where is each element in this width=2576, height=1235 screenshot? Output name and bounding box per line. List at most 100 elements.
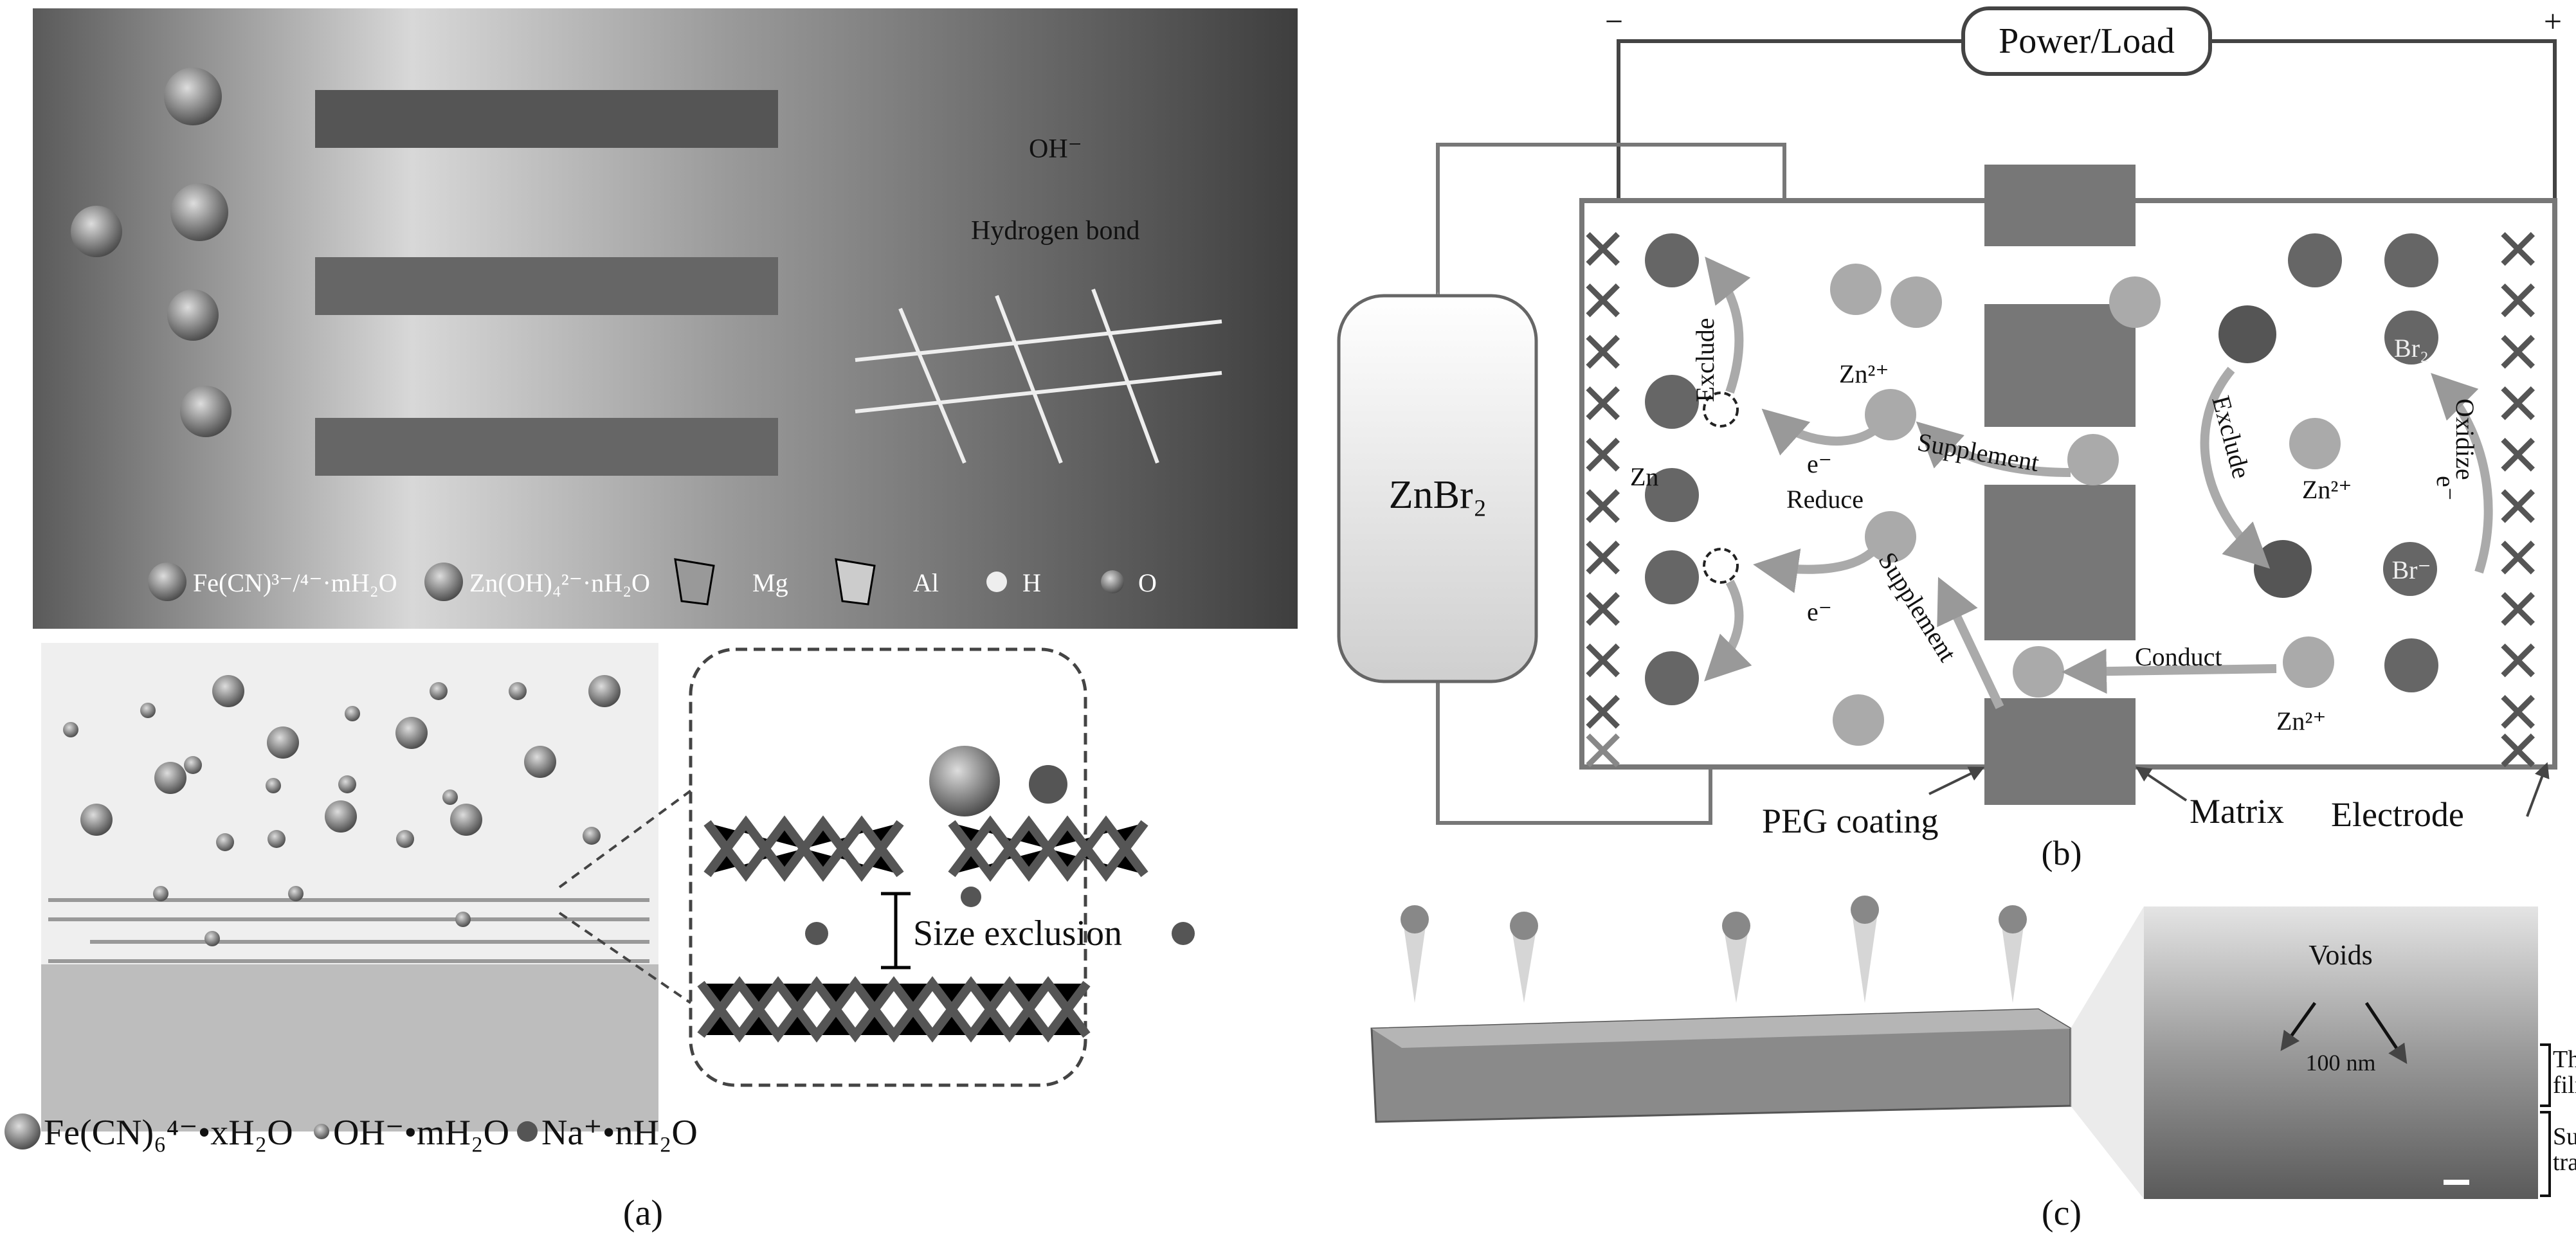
legend-na: Na⁺•nH₂O bbox=[541, 1113, 698, 1153]
left-electrode: ✕✕✕✕ ✕✕✕✕ ✕✕✕ bbox=[1579, 219, 1627, 784]
svg-text:✕: ✕ bbox=[1579, 721, 1627, 784]
tank-label: ZnBr₂ bbox=[1389, 473, 1487, 517]
svg-text:✕: ✕ bbox=[1579, 579, 1627, 643]
svg-text:✕: ✕ bbox=[2494, 682, 2542, 746]
matrix-label: Matrix bbox=[2190, 792, 2284, 831]
power-load-box bbox=[1961, 6, 2212, 76]
scale-label: 100 nm bbox=[2305, 1050, 2375, 1076]
callout-arrows bbox=[1928, 762, 2550, 817]
svg-text:✕: ✕ bbox=[1579, 631, 1627, 694]
h-atom-icon bbox=[986, 572, 1007, 592]
matrix-blocks bbox=[1984, 165, 2136, 805]
legend-fecn6: Fe(CN)₆⁴⁻•xH₂O bbox=[44, 1113, 293, 1153]
ldh-layers bbox=[315, 90, 778, 476]
znbr2-tank bbox=[1337, 294, 1538, 683]
top-legend: Fe(CN)³⁻/⁴⁻·mH₂O Zn(OH)₄²⁻·nH₂O Mg Al H … bbox=[148, 558, 1157, 606]
panel-a-membrane-illustration: Size exclusion Fe(CN)₆⁴⁻•xH₂O OH⁻•mH₂O N… bbox=[5, 643, 1195, 1233]
thin-film-label-1: Thin bbox=[2553, 1046, 2576, 1073]
molecule-icons bbox=[1401, 896, 2027, 940]
oh-icon bbox=[314, 1124, 329, 1139]
legend-znoh: Zn(OH)₄²⁻·nH₂O bbox=[469, 568, 650, 597]
e-right-label: e⁻ bbox=[2431, 476, 2460, 501]
svg-text:✕: ✕ bbox=[2494, 322, 2542, 386]
reduce-label: Reduce bbox=[1786, 485, 1864, 514]
right-electrode: ✕✕✕✕ ✕✕✕✕ ✕✕✕ bbox=[2494, 219, 2542, 784]
size-exclusion-arrow bbox=[881, 892, 911, 969]
ions-dark bbox=[1645, 233, 2438, 705]
panel-a-top-illustration: OH⁻ Hydrogen bond Fe(CN)³⁻/⁴⁻·mH₂O Zn(OH… bbox=[33, 8, 1298, 629]
ions-light bbox=[1830, 264, 2341, 746]
peg-coating-label: PEG coating bbox=[1762, 802, 1938, 840]
voids-label: Voids bbox=[2308, 939, 2372, 971]
panel-c-thin-film: Voids 100 nm Thin film Subs- trate (c) bbox=[1370, 896, 2576, 1233]
legend-oh: OH⁻•mH₂O bbox=[333, 1113, 509, 1153]
substrate-label-2: trate bbox=[2553, 1149, 2576, 1176]
legend-h: H bbox=[1022, 568, 1041, 597]
circuit-wire bbox=[1617, 39, 2557, 201]
svg-text:✕: ✕ bbox=[2494, 476, 2542, 540]
na-icon bbox=[517, 1121, 538, 1142]
svg-text:✕: ✕ bbox=[2494, 631, 2542, 694]
electrode-label: Electrode bbox=[2331, 795, 2464, 834]
svg-text:✕: ✕ bbox=[1579, 374, 1627, 437]
zn2-right-label: Zn²⁺ bbox=[2302, 475, 2352, 504]
fecn-icon bbox=[148, 563, 186, 601]
znoh-icon bbox=[424, 563, 463, 601]
legend-o: O bbox=[1138, 568, 1157, 597]
panel-c-label: (c) bbox=[2042, 1193, 2082, 1233]
conduct-label: Conduct bbox=[2135, 642, 2222, 671]
zn-label: Zn bbox=[1630, 462, 1658, 491]
br-minus-label: Br⁻ bbox=[2391, 555, 2431, 584]
svg-text:✕: ✕ bbox=[2494, 425, 2542, 489]
thin-film-label-2: film bbox=[2553, 1072, 2576, 1099]
br2-label: Br₂ bbox=[2394, 334, 2429, 363]
o-atom-icon bbox=[1101, 570, 1124, 593]
sem-image bbox=[2144, 906, 2538, 1199]
ions bbox=[63, 675, 621, 946]
precursor-molecules bbox=[1402, 913, 2026, 1003]
minus-terminal: − bbox=[1605, 3, 1623, 39]
hexacyanide-molecules bbox=[71, 68, 231, 437]
substrate-label-1: Subs- bbox=[2553, 1123, 2576, 1150]
small-ion bbox=[1029, 765, 1067, 804]
svg-text:✕: ✕ bbox=[1579, 322, 1627, 386]
crystal-layers bbox=[697, 815, 1148, 1043]
legend-fecn: Fe(CN)³⁻/⁴⁻·mH₂O bbox=[193, 568, 397, 597]
membrane-layers bbox=[48, 898, 649, 963]
svg-text:✕: ✕ bbox=[2494, 219, 2542, 283]
al-octahedron-icon bbox=[835, 558, 876, 606]
mg-octahedron-icon bbox=[674, 558, 715, 606]
svg-text:✕: ✕ bbox=[1579, 425, 1627, 489]
zn2-top-label: Zn²⁺ bbox=[1839, 359, 1889, 388]
svg-text:✕: ✕ bbox=[2494, 374, 2542, 437]
svg-text:✕: ✕ bbox=[1579, 528, 1627, 591]
process-labels: Zn²⁺ Exclude Zn e⁻ Reduce Supplement Exc… bbox=[1630, 318, 2480, 735]
panel-a-label: (a) bbox=[623, 1193, 663, 1233]
oxidize-label: Oxidize bbox=[2451, 399, 2480, 480]
large-ion bbox=[929, 746, 1000, 816]
legend-al: Al bbox=[913, 568, 939, 597]
svg-text:✕: ✕ bbox=[2494, 528, 2542, 591]
legend-mg: Mg bbox=[752, 568, 788, 597]
scale-bar bbox=[2444, 1180, 2469, 1185]
panel-b-label: (b) bbox=[2042, 834, 2082, 872]
svg-text:✕: ✕ bbox=[2494, 721, 2542, 784]
power-load-label: Power/Load bbox=[1999, 21, 2175, 61]
zn2-bottom-label: Zn²⁺ bbox=[2276, 707, 2327, 735]
size-exclusion-label: Size exclusion bbox=[913, 914, 1122, 953]
svg-text:✕: ✕ bbox=[1579, 682, 1627, 746]
oh-label: OH⁻ bbox=[1029, 134, 1082, 164]
process-arrows bbox=[1704, 257, 2493, 709]
exclude-left-label: Exclude bbox=[1691, 318, 1719, 402]
svg-text:✕: ✕ bbox=[1579, 271, 1627, 334]
e-top-label: e⁻ bbox=[1807, 449, 1832, 478]
lattice-structure bbox=[855, 288, 1222, 464]
plus-terminal: + bbox=[2544, 3, 2562, 39]
void-arrows bbox=[2280, 1002, 2408, 1064]
bottom-legend: Fe(CN)₆⁴⁻•xH₂O OH⁻•mH₂O Na⁺•nH₂O bbox=[5, 1113, 698, 1153]
e-bottom-label: e⁻ bbox=[1807, 597, 1832, 626]
svg-text:✕: ✕ bbox=[2494, 271, 2542, 334]
fecn6-icon bbox=[5, 1113, 41, 1149]
svg-text:✕: ✕ bbox=[1579, 476, 1627, 540]
